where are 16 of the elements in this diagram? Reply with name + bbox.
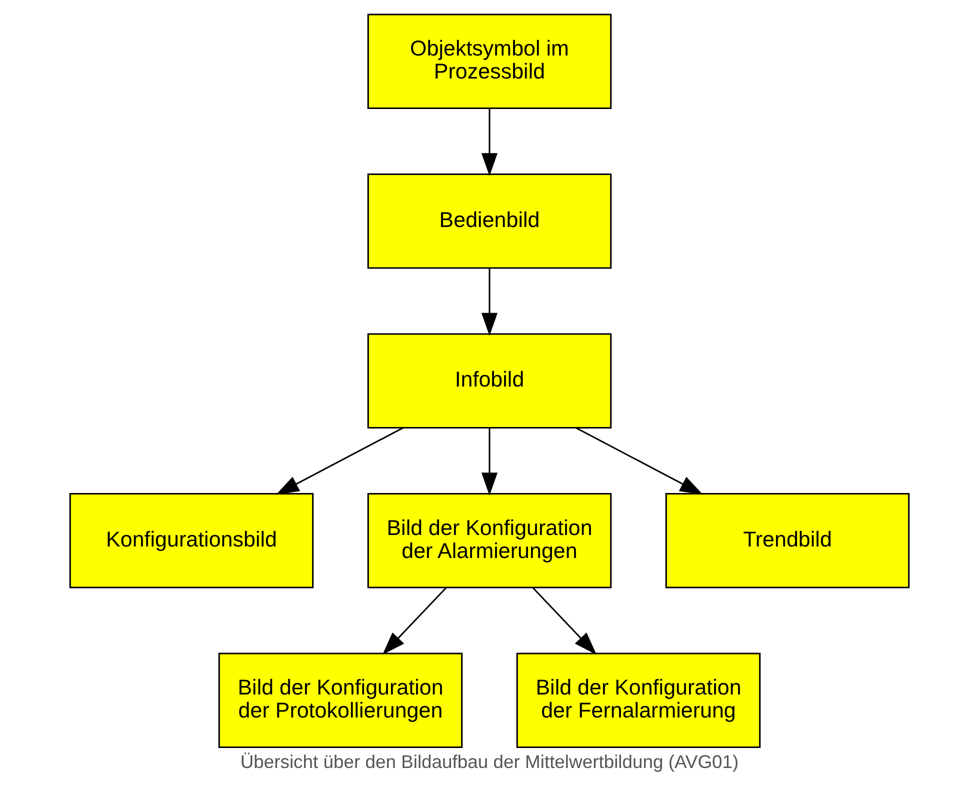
arrow bbox=[481, 268, 498, 336]
node-box: Bild der Konfiguration der Protokollierungen bbox=[218, 652, 463, 748]
arrow bbox=[276, 427, 404, 495]
node-box: Bedienbild bbox=[367, 174, 612, 269]
node-box: Infobild bbox=[367, 333, 612, 428]
arrow bbox=[382, 586, 447, 655]
node-box: Trendbild bbox=[665, 493, 910, 588]
node-box: Bild der Konfiguration der Alarmierungen bbox=[367, 493, 612, 588]
arrow bbox=[575, 427, 704, 495]
node-box: Objektsymbol im Prozessbild bbox=[367, 14, 612, 109]
arrow bbox=[481, 108, 498, 176]
arrow bbox=[481, 428, 498, 496]
caption: Übersicht über den Bildaufbau der Mittelwertbildung (AVG01) bbox=[240, 751, 739, 772]
node-box: Bild der Konfiguration der Fernalarmierung bbox=[516, 652, 761, 748]
node-box: Konfigurationsbild bbox=[69, 493, 314, 588]
arrow bbox=[532, 586, 597, 655]
